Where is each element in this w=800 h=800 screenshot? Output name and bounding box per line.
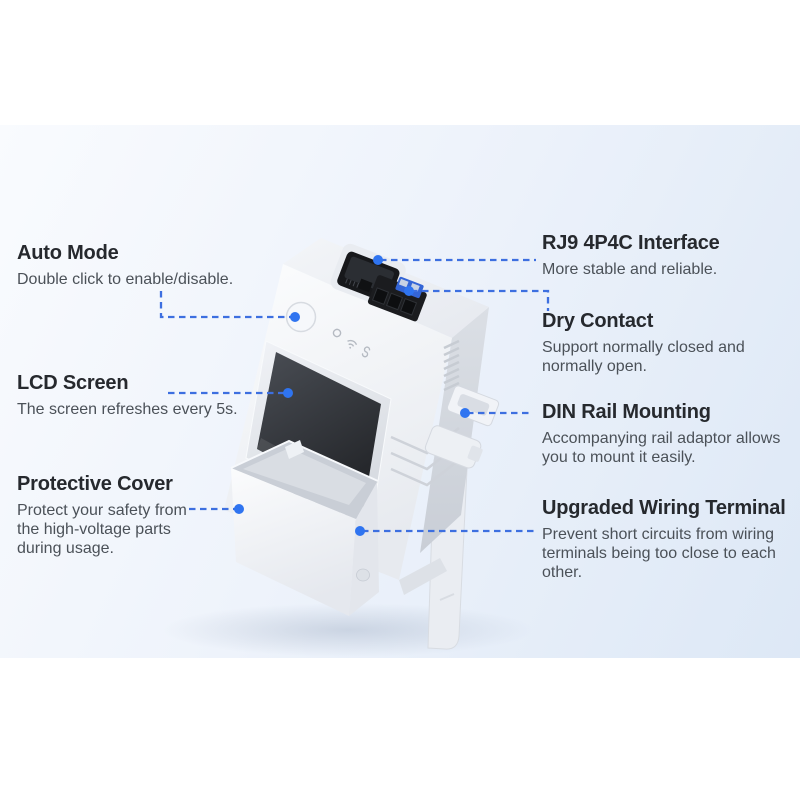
- callout-text: Double click to enable/disable.: [17, 271, 234, 288]
- cover-dimple: [356, 568, 370, 582]
- callout-auto-mode: Auto Mode Double click to enable/disable…: [17, 241, 233, 289]
- callout-dot-rj9: [373, 255, 383, 265]
- wifi-icon: [347, 339, 358, 349]
- callout-rj9-interface: RJ9 4P4C Interface More stable and relia…: [542, 231, 720, 279]
- callout-lcd-screen: LCD Screen The screen refreshes every 5s…: [17, 371, 238, 419]
- callout-title: Dry Contact: [542, 310, 654, 332]
- callout-text: Protect your safety from: [17, 502, 187, 519]
- signal-icon: [361, 346, 371, 358]
- dry-contact-terminal-icon: [367, 275, 427, 322]
- callout-text: Support normally closed and: [542, 339, 745, 356]
- callout-dot-auto-mode: [290, 312, 300, 322]
- callout-protective-cover: Protective Cover Protect your safety fro…: [17, 472, 187, 558]
- callout-text: you to mount it easily.: [542, 449, 696, 466]
- callout-text: normally open.: [542, 358, 647, 375]
- callout-text: the high-voltage parts: [17, 521, 171, 538]
- callout-dot-dry-contact: [404, 286, 414, 296]
- mode-icon: [332, 328, 342, 338]
- callout-title: Protective Cover: [17, 473, 173, 495]
- callout-text: Prevent short circuits from wiring: [542, 526, 775, 543]
- callout-dot-protective-cover: [234, 504, 244, 514]
- callout-text: other.: [542, 564, 583, 581]
- callout-title: Upgraded Wiring Terminal: [542, 497, 786, 519]
- callout-title: Auto Mode: [17, 242, 119, 264]
- callout-text: Accompanying rail adaptor allows: [542, 430, 781, 447]
- din-rail-bracket: [424, 385, 500, 469]
- callout-din-rail: DIN Rail Mounting Accompanying rail adap…: [542, 400, 780, 467]
- callout-text: The screen refreshes every 5s.: [17, 401, 238, 418]
- callout-dot-din-rail: [460, 408, 470, 418]
- power-button: [285, 301, 317, 333]
- callout-line-dry-contact: [411, 289, 550, 311]
- vent-slats-icon: [443, 339, 460, 392]
- callout-text: during usage.: [17, 540, 114, 557]
- callout-dry-contact: Dry Contact Support normally closed and …: [542, 309, 745, 376]
- callout-wiring-terminal: Upgraded Wiring Terminal Prevent short c…: [542, 496, 786, 582]
- callout-title: RJ9 4P4C Interface: [542, 232, 720, 254]
- callout-text: More stable and reliable.: [542, 261, 718, 278]
- callout-title: LCD Screen: [17, 372, 129, 394]
- callout-text: terminals being too close to each: [542, 545, 776, 562]
- protective-cover: [230, 439, 379, 616]
- callout-line-auto-mode: [159, 291, 291, 319]
- callout-title: DIN Rail Mounting: [542, 401, 711, 423]
- callout-dot-lcd-screen: [283, 388, 293, 398]
- status-icons: [332, 328, 371, 358]
- callout-dot-wiring-terminal: [355, 526, 365, 536]
